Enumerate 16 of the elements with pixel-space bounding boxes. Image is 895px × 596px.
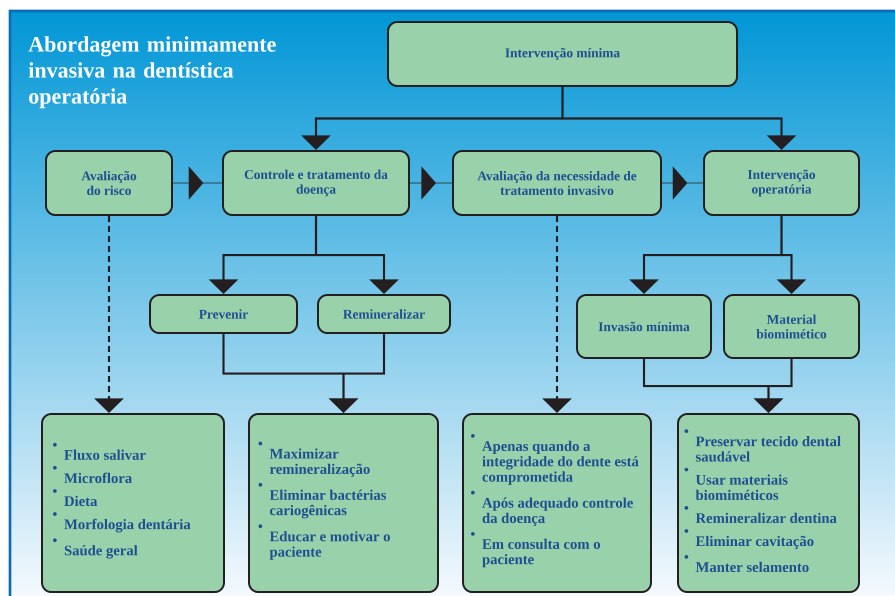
process-box: Intervenção mínima [387, 21, 738, 87]
title: Abordagem minimamente invasiva na dentística operatória [28, 36, 276, 108]
process-box: Controle e tratamento da doença [222, 150, 410, 216]
list-box: Apenas quando a integridade do dente está comprometida Após adequado controle da doença Em consulta com o paciente [462, 413, 652, 593]
list-box: Fluxo salivar Microflora Dieta Morfologia dentária Saúde geral [41, 413, 225, 593]
arrow [314, 216, 399, 294]
process-box: Avaliação do risco [45, 150, 173, 216]
arrow [561, 87, 796, 150]
process-box: Remineralizar [317, 294, 451, 334]
list-box: Maximizar remineralização Eliminar bactérias cariogênicas Educar e motivar o paciente [248, 413, 439, 593]
process-box: Avaliação da necessidade de tratamento invasivo [452, 150, 662, 216]
process-box: Invasão mínima [576, 294, 712, 359]
process-box: Intervenção operatória [703, 150, 860, 216]
process-box: Prevenir [149, 294, 298, 334]
list-box: Preservar tecido dental saudável Usar materiais biomiméticos Remineralizar dentina Eliminar cavitação Manter selamento [677, 413, 860, 593]
process-box: Material biomimético [723, 294, 860, 359]
